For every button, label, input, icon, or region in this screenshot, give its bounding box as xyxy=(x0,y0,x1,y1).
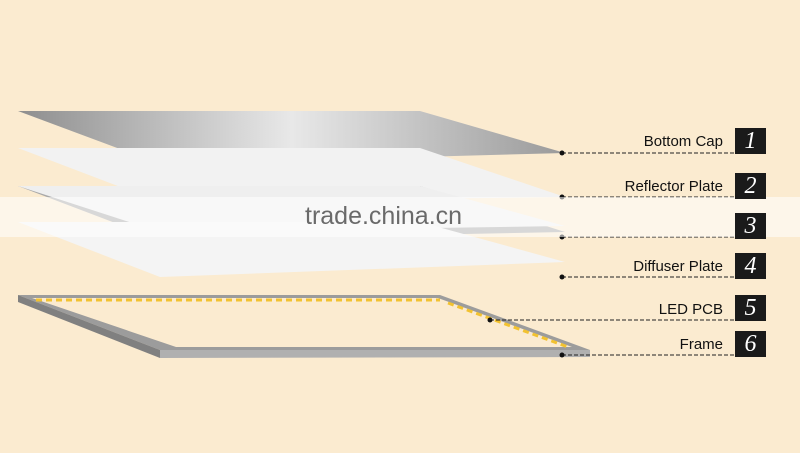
badge-6: 6 xyxy=(735,331,766,357)
badge-1: 1 xyxy=(735,128,766,154)
badge-5: 5 xyxy=(735,295,766,321)
badge-3: 3 xyxy=(735,213,766,239)
label-bottom-cap: Bottom Cap xyxy=(643,133,723,150)
badge-2: 2 xyxy=(735,173,766,199)
watermark-band xyxy=(0,197,800,237)
label-frame: Frame xyxy=(679,336,723,353)
label-reflector-plate: Reflector Plate xyxy=(624,178,723,195)
frame-layer xyxy=(18,295,590,358)
watermark: trade.china.cn xyxy=(305,202,463,230)
badge-4: 4 xyxy=(735,253,766,279)
label-led-pcb: LED PCB xyxy=(658,301,723,318)
label-diffuser-plate: Diffuser Plate xyxy=(633,258,723,275)
